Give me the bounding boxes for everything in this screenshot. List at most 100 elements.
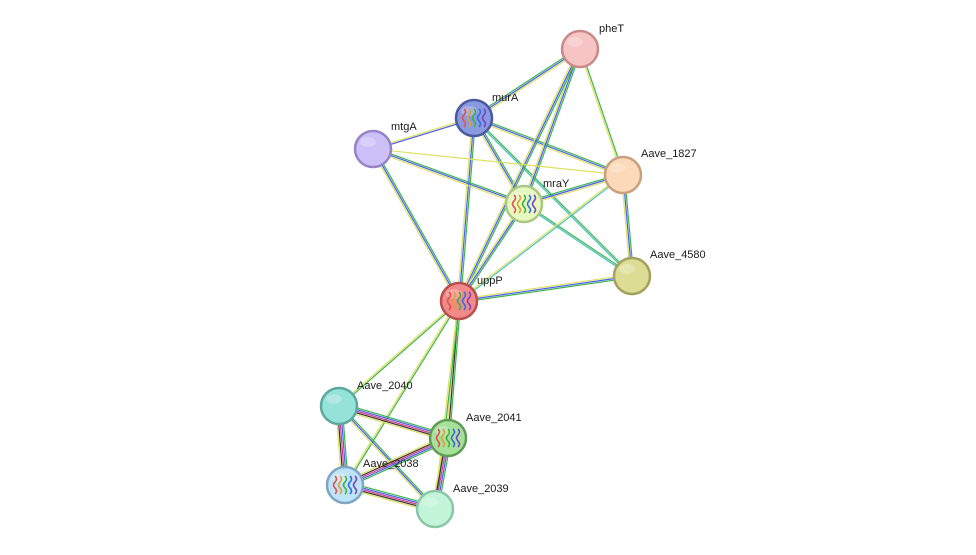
edge-evidence-line [345, 301, 461, 486]
node-label-Aave_2039: Aave_2039 [453, 483, 509, 495]
protein-structure-icon [461, 108, 487, 128]
edge-evidence-line [372, 148, 525, 205]
edge-evidence-line [448, 301, 462, 439]
edge-Aave_4580-uppP[interactable] [458, 273, 633, 304]
edge-murA-uppP[interactable] [456, 117, 477, 302]
node-Aave_2039[interactable] [415, 489, 455, 529]
edge-evidence-line [459, 175, 624, 303]
edge-evidence-line [458, 173, 623, 301]
node-label-Aave_2041: Aave_2041 [466, 412, 522, 424]
edge-evidence-line [338, 405, 436, 510]
structure-helix [456, 291, 462, 311]
node-Aave_1827[interactable] [603, 155, 643, 195]
node-circle[interactable] [319, 386, 359, 426]
edge-evidence-line [372, 148, 460, 302]
edge-evidence-line [458, 273, 632, 301]
edge-evidence-line [458, 117, 475, 302]
edge-uppP-Aave_2038[interactable] [343, 300, 461, 486]
node-highlight [360, 137, 376, 147]
edge-evidence-line [580, 48, 625, 175]
node-uppP[interactable] [439, 281, 479, 321]
node-label-uppP: uppP [477, 275, 503, 287]
edge-mraY-Aave_4580[interactable] [523, 202, 633, 278]
node-murA[interactable] [454, 98, 494, 138]
edge-uppP-Aave_2040[interactable] [338, 299, 460, 408]
node-label-pheT: pheT [599, 23, 624, 35]
edge-evidence-line [459, 49, 582, 302]
node-label-Aave_2038: Aave_2038 [363, 458, 419, 470]
edge-pheT-uppP[interactable] [457, 48, 582, 302]
node-circle[interactable] [612, 256, 652, 296]
node-Aave_4580[interactable] [612, 256, 652, 296]
edge-evidence-line [371, 149, 459, 303]
node-circle[interactable] [504, 184, 544, 224]
node-circle[interactable] [415, 489, 455, 529]
edge-mtgA-Aave_1827[interactable] [372, 148, 624, 176]
structure-helix [526, 194, 532, 214]
node-highlight [610, 163, 626, 173]
protein-structure-icon [511, 194, 537, 214]
structure-helix [511, 194, 517, 214]
edge-murA-Aave_1827[interactable] [473, 115, 624, 178]
node-label-mtgA: mtgA [391, 121, 417, 133]
edge-evidence-line [458, 203, 525, 302]
node-highlight [567, 37, 583, 47]
node-label-Aave_4580: Aave_4580 [650, 249, 706, 261]
structure-helix [440, 428, 446, 448]
node-mraY[interactable] [504, 184, 544, 224]
edge-mtgA-mraY[interactable] [372, 146, 525, 207]
structure-helix [466, 291, 472, 311]
structure-helix [455, 428, 461, 448]
node-circle[interactable] [560, 29, 600, 69]
node-Aave_2038[interactable] [325, 465, 365, 505]
node-circle[interactable] [325, 465, 365, 505]
edge-Aave_1827-uppP[interactable] [458, 173, 624, 303]
structure-helix [347, 475, 353, 495]
edge-murA-pheT[interactable] [472, 47, 582, 120]
structure-helix [466, 108, 472, 128]
edge-uppP-Aave_2041[interactable] [445, 300, 462, 439]
edge-evidence-line [372, 148, 624, 176]
edge-evidence-line [459, 204, 526, 303]
structure-helix [445, 428, 451, 448]
node-Aave_2041[interactable] [428, 418, 468, 458]
protein-structure-icon [332, 475, 358, 495]
node-circle[interactable] [454, 98, 494, 138]
structure-helix [471, 108, 477, 128]
node-pheT[interactable] [560, 29, 600, 69]
node-circle[interactable] [353, 129, 393, 169]
edge-evidence-line [523, 204, 632, 278]
node-mtgA[interactable] [353, 129, 393, 169]
structure-helix [521, 194, 527, 214]
labels-layer: pheTmurAmtgAAave_1827mraYAave_4580uppPAa… [357, 23, 706, 495]
protein-structure-icon [446, 291, 472, 311]
edge-evidence-line [456, 117, 474, 301]
structure-helix [476, 108, 482, 128]
edge-evidence-line [474, 49, 582, 120]
node-Aave_2040[interactable] [319, 386, 359, 426]
edge-evidence-line [524, 49, 583, 205]
node-circle[interactable] [603, 155, 643, 195]
edge-evidence-line [459, 118, 477, 302]
edge-evidence-line [473, 118, 623, 178]
edge-evidence-line [458, 48, 581, 302]
node-highlight [422, 497, 438, 507]
node-label-Aave_2040: Aave_2040 [357, 380, 413, 392]
edge-pheT-Aave_1827[interactable] [578, 48, 625, 176]
edge-evidence-line [523, 48, 581, 205]
node-circle[interactable] [439, 281, 479, 321]
edge-evidence-line [339, 301, 460, 408]
edge-evidence-line [473, 48, 581, 119]
structure-helix [461, 291, 467, 311]
edge-evidence-line [373, 146, 525, 204]
edge-evidence-line [474, 115, 624, 175]
edge-evidence-line [372, 149, 524, 207]
edge-mtgA-uppP[interactable] [371, 147, 461, 303]
structure-helix [352, 475, 358, 495]
node-circle[interactable] [428, 418, 468, 458]
edge-evidence-line [458, 275, 633, 302]
edge-evidence-line [337, 406, 435, 511]
edge-mraY-uppP[interactable] [457, 202, 526, 303]
edge-Aave_2040-Aave_2039[interactable] [337, 404, 437, 511]
